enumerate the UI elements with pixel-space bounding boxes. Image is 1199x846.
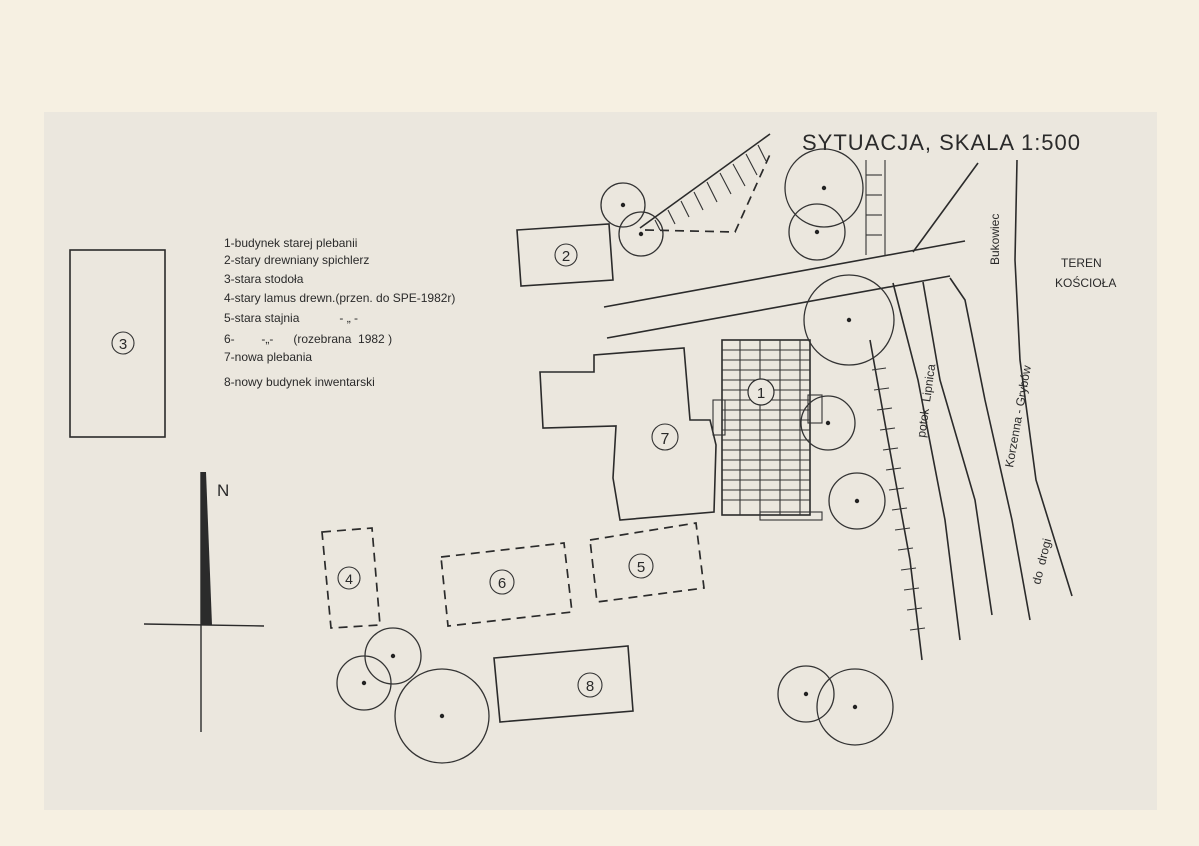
legend-item-5: 5-stara stajnia - „ - bbox=[224, 311, 358, 325]
legend-item-6: 6- -„- (rozebrana 1982 ) bbox=[224, 332, 392, 346]
legend-item-2: 2-stary drewniany spichlerz bbox=[224, 253, 369, 267]
building-2-granary: 2 bbox=[516, 223, 614, 287]
building-7-number: 7 bbox=[661, 431, 670, 448]
building-1-number: 1 bbox=[757, 385, 765, 402]
building-8-farm-building: 8 bbox=[493, 645, 634, 723]
plan-title: SYTUACJA, SKALA 1:500 bbox=[802, 130, 1081, 155]
legend-item-1: 1-budynek starej plebanii bbox=[224, 236, 357, 250]
building-4-number: 4 bbox=[345, 571, 353, 587]
building-5-old-stable: 5 bbox=[589, 522, 705, 603]
site-plan-sheet bbox=[44, 112, 1157, 810]
bukowiec-label: Bukowiec bbox=[988, 214, 1002, 265]
road-direction-label: Korzenna - Grybów bbox=[1002, 364, 1034, 469]
stream-label: potok Lipnica bbox=[914, 363, 938, 439]
building-1-old-presbytery: 1 bbox=[712, 339, 823, 521]
building-3-number: 3 bbox=[119, 336, 127, 353]
legend-item-7: 7-nowa plebania bbox=[224, 350, 312, 364]
slope-hatching-top bbox=[639, 133, 773, 233]
to-road-label: do drogi bbox=[1029, 537, 1054, 586]
building-5-number: 5 bbox=[637, 559, 645, 576]
north-arrow: N bbox=[143, 472, 265, 732]
building-8-number: 8 bbox=[586, 678, 594, 695]
building-6-demolished-stable: 6 bbox=[440, 542, 573, 627]
building-7-new-presbytery: 7 bbox=[539, 347, 717, 521]
trees bbox=[336, 148, 895, 764]
building-2-number: 2 bbox=[562, 248, 570, 265]
legend-item-3: 3-stara stodoła bbox=[224, 272, 304, 286]
teren-label-line2: KOŚCIOŁA bbox=[1055, 275, 1116, 290]
legend-item-4: 4-stary lamus drewn.(przen. do SPE-1982r… bbox=[224, 291, 455, 305]
building-3-barn: 3 bbox=[69, 249, 166, 438]
roads-and-stream bbox=[603, 159, 1073, 661]
building-6-number: 6 bbox=[498, 575, 506, 592]
building-4-old-storehouse: 4 bbox=[321, 527, 381, 629]
legend: 1-budynek starej plebanii 2-stary drewni… bbox=[224, 236, 455, 389]
legend-item-8: 8-nowy budynek inwentarski bbox=[224, 375, 375, 389]
teren-label-line1: TEREN bbox=[1061, 256, 1102, 270]
north-label: N bbox=[217, 481, 229, 500]
